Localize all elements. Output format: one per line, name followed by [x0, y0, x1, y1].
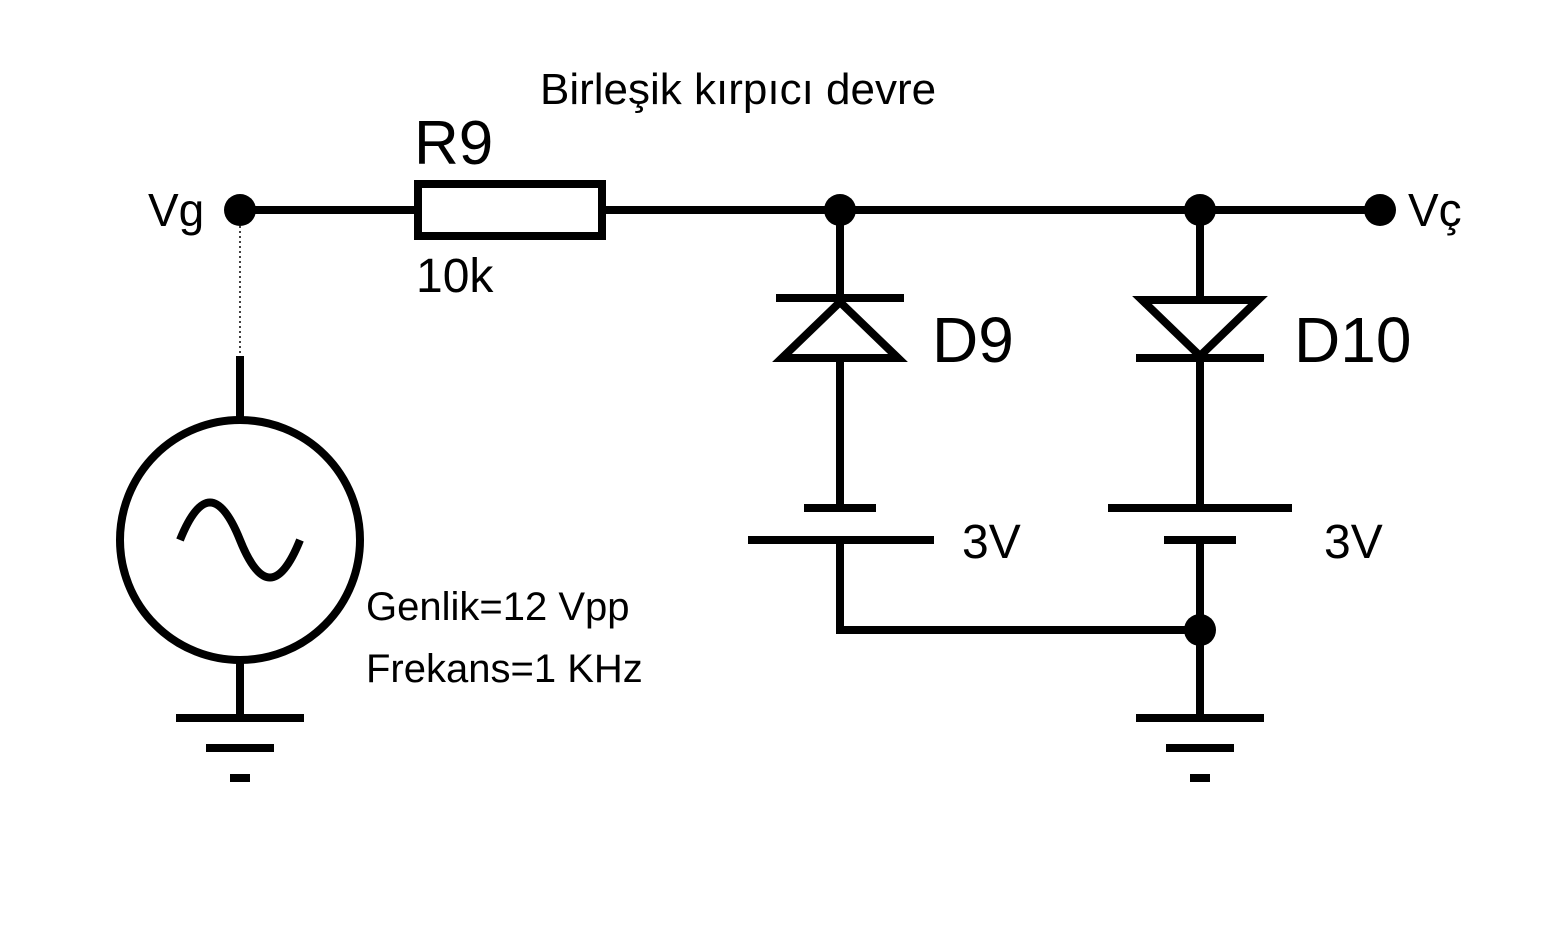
- output-node-label: Vç: [1408, 184, 1462, 236]
- diode-d10: [1132, 206, 1268, 512]
- battery-1: [748, 504, 934, 634]
- diagram-title: Birleşik kırpıcı devre: [540, 65, 936, 114]
- battery-2-label: 3V: [1324, 516, 1383, 569]
- diode-d10-label: D10: [1294, 304, 1411, 376]
- input-node-label: Vg: [148, 184, 204, 236]
- ground-symbol: [176, 714, 304, 782]
- sine-wave-icon: [176, 498, 304, 582]
- resistor-name: R9: [414, 109, 493, 178]
- resistor-value: 10k: [416, 250, 494, 303]
- resistor-r9: [414, 180, 606, 240]
- ac-source: [116, 356, 364, 722]
- diode-d9: [772, 206, 908, 512]
- source-amplitude: Genlik=12 Vpp: [366, 585, 630, 629]
- junction-node: [1184, 614, 1216, 646]
- input-node: [224, 194, 256, 226]
- output-node: [1364, 194, 1396, 226]
- battery-1-label: 3V: [962, 516, 1021, 569]
- source-frequency: Frekans=1 KHz: [366, 647, 643, 691]
- ground-symbol: [1136, 714, 1264, 782]
- battery-2: [1108, 504, 1292, 722]
- diode-d9-label: D9: [932, 304, 1014, 376]
